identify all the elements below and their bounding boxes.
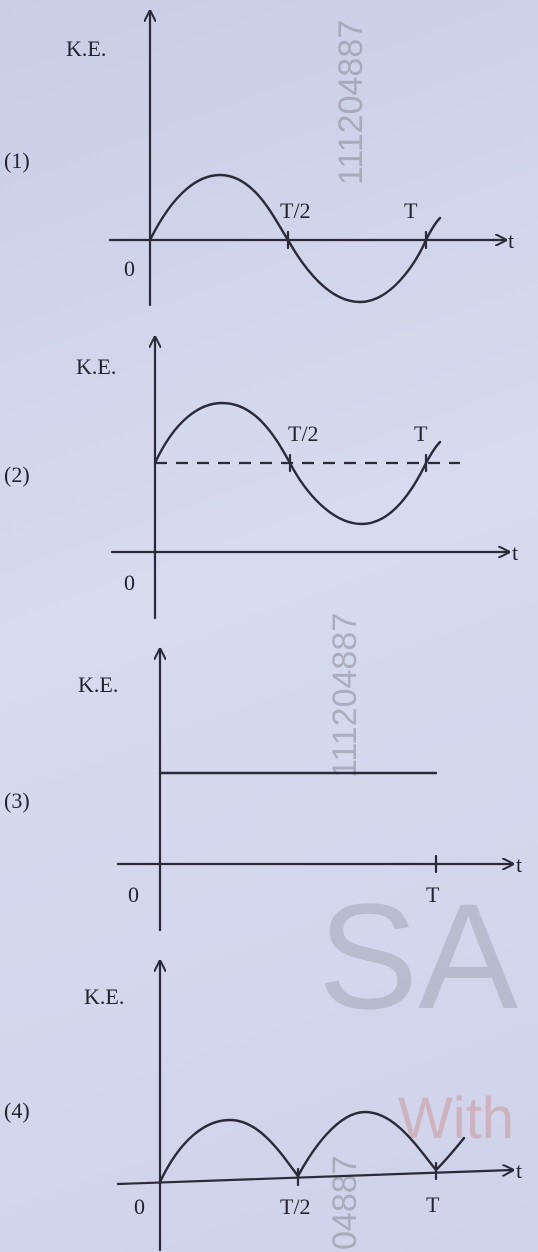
option-2-graph: (2) K.E. t 0 T/2 T <box>4 338 518 620</box>
watermark-brand: SA <box>318 872 518 1040</box>
option-2-y-label: K.E. <box>76 354 116 379</box>
option-2-tick-full-label: T <box>414 421 428 446</box>
option-1-x-label: t <box>508 228 514 253</box>
option-4-number: (4) <box>4 1098 30 1123</box>
option-1-graph: (1) K.E. t 0 T/2 T <box>4 12 514 307</box>
option-4-tick-half-label: T/2 <box>280 1194 311 1219</box>
option-2-tick-half-label: T/2 <box>288 421 319 446</box>
option-1-y-label: K.E. <box>66 36 106 61</box>
option-2-origin: 0 <box>124 570 135 595</box>
option-4-y-label: K.E. <box>84 984 124 1009</box>
watermark-brand-sub: With <box>398 1086 514 1151</box>
option-1-tick-half-label: T/2 <box>280 198 311 223</box>
option-3-graph: (3) K.E. t 0 T <box>4 650 522 932</box>
watermark-id-3: 04887 <box>326 1155 364 1250</box>
option-2-x-label: t <box>512 540 518 565</box>
option-1-tick-full-label: T <box>404 198 418 223</box>
option-3-y-label: K.E. <box>78 672 118 697</box>
option-4-x-label: t <box>516 1158 522 1183</box>
option-4-x-axis <box>116 1170 512 1186</box>
option-4-origin: 0 <box>134 1194 145 1219</box>
option-4-graph: (4) K.E. t 0 T/2 T <box>4 962 522 1252</box>
watermark-id-2: 111204887 <box>326 613 364 778</box>
option-3-x-label: t <box>516 852 522 877</box>
option-1-number: (1) <box>4 148 30 173</box>
option-4-tick-full-label: T <box>426 1192 440 1217</box>
option-3-origin: 0 <box>128 882 139 907</box>
option-1-origin: 0 <box>124 256 135 281</box>
watermark-id-1: 111204887 <box>332 20 370 185</box>
option-1-curve <box>148 173 442 304</box>
option-3-tick-full-label: T <box>426 882 440 907</box>
option-2-number: (2) <box>4 462 30 487</box>
option-3-number: (3) <box>4 788 30 813</box>
